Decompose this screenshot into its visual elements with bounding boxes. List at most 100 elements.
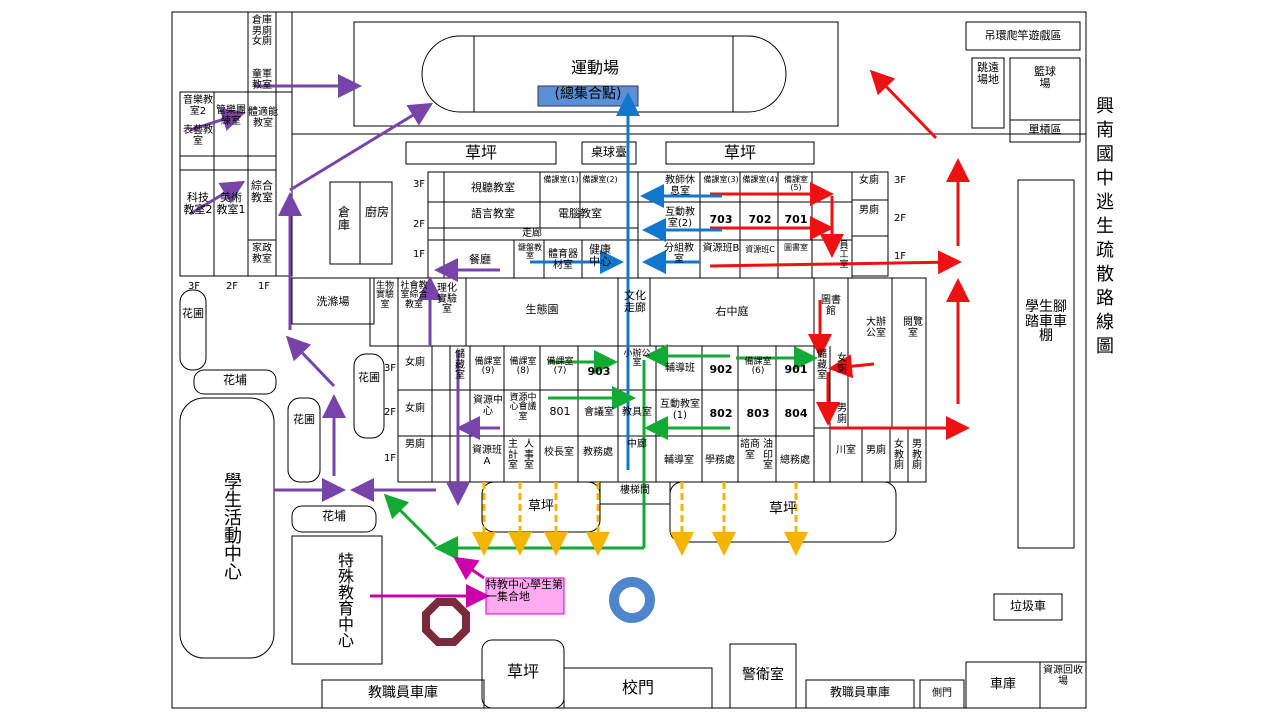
fitness-label: 體適能教室 (248, 107, 278, 129)
lawn-bottom: 草坪 (506, 662, 539, 681)
counseling-label: 諮商室 (740, 439, 760, 461)
recycle-label: 資源回收場 (1043, 665, 1083, 687)
accounting-label: 主計室 (508, 439, 518, 471)
personnel-label: 人事室 (524, 439, 534, 471)
girls-3f: 女廁 (859, 175, 879, 186)
male-teacher-label: 男教廁 (912, 439, 922, 471)
floor-3f-r: 3F (893, 175, 907, 186)
room-701: 701 (784, 213, 808, 226)
prep4-label: 備課室(4) (742, 175, 778, 184)
room-901: 901 (784, 363, 808, 376)
prep7-label: 備課室(7) (546, 357, 574, 377)
room-804: 804 (784, 407, 808, 420)
group-room-label: 分組教室 (664, 243, 694, 265)
prep2-label: 備課室(2) (582, 175, 618, 184)
resource-meeting-label: 資源中心會議室 (509, 393, 537, 422)
band-label: 管樂團練室 (216, 105, 246, 127)
wash-label: 洗滌場 (316, 295, 350, 308)
prep3-label: 備課室(3) (703, 175, 739, 184)
resource-c-label: 資源班C (745, 245, 775, 254)
special-rally-label: 特教中心學生第一集合地 (486, 578, 563, 603)
garage-label: 車庫 (989, 677, 1016, 692)
bio-lab-label: 生物實驗室 (375, 281, 394, 310)
purple-arrow (289, 102, 434, 192)
girls-3f-s: 女廁 (405, 357, 425, 368)
floor-3f-n: 3F (412, 179, 426, 190)
flowerbed-3: 花圃 (293, 413, 315, 426)
long-jump-label: 跳遠場地 (977, 61, 999, 86)
mid-corridor-label: 中廊 (627, 439, 647, 450)
red-arrow (828, 354, 875, 379)
boys-1f-s: 男廁 (405, 439, 425, 450)
floor-2f-left: 2F (225, 281, 239, 292)
bar-area-label: 單槓區 (1028, 123, 1062, 136)
interactive2-label: 互動教室(2) (665, 207, 695, 229)
materials-label: 鍵盤教室 (518, 243, 542, 261)
resource-center-label: 資源中心 (473, 395, 503, 417)
stairs-label: 樓梯間 (620, 485, 650, 496)
small-office-label: 小辦公室 (623, 349, 651, 369)
floor-1f-r: 1F (893, 251, 907, 262)
pingpong-label: 桌球臺 (590, 145, 627, 159)
red-arrow (869, 69, 938, 140)
av-room-label: 視聽教室 (471, 181, 515, 194)
lawn-top-right: 草坪 (723, 143, 756, 162)
school-gate-label[interactable]: 校門 (621, 678, 654, 697)
prep9-label: 備課室(9) (474, 357, 502, 377)
corridor-label: 走廊 (522, 228, 542, 239)
principal-label: 校長室 (544, 447, 574, 458)
boys-r: 男廁 (837, 403, 847, 425)
room-902: 902 (709, 363, 733, 376)
floor-1f-left: 1F (257, 281, 271, 292)
student-center-label: 學生活動中心 (221, 472, 242, 580)
flowerbed-2: 花圃 (358, 371, 380, 384)
academic-label: 教務處 (583, 447, 613, 458)
tech2-label: 科技教室2 (183, 191, 213, 216)
floor-1f-n: 1F (412, 249, 426, 260)
side-gate-label[interactable]: 側門 (932, 688, 952, 699)
red-arrow (709, 250, 962, 275)
interactive1-label: 互動教室(1) (660, 399, 700, 421)
arts-label: 表藝教室 (183, 125, 213, 147)
room-803: 803 (746, 407, 770, 420)
staff-room-label: 員工室 (839, 241, 849, 270)
green-arrow (383, 493, 438, 548)
room-702: 702 (748, 213, 772, 226)
kitchen-label: 廚房 (364, 205, 389, 219)
prep1-label: 備課室(1) (543, 175, 579, 184)
meeting-label: 會議室 (584, 407, 614, 418)
floor-2f-s: 2F (383, 407, 397, 418)
chuan-room-label: 川室 (836, 445, 856, 456)
eco-garden-label: 生態園 (525, 303, 559, 316)
printing-label: 油印室 (763, 439, 773, 471)
garbage-label: 垃圾車 (1009, 599, 1046, 613)
canteen-label: 餐廳 (469, 253, 491, 266)
basketball-label: 籃球場 (1034, 65, 1056, 90)
floor-2f-n: 2F (412, 219, 426, 230)
floor-1f-s: 1F (383, 453, 397, 464)
garden-beds-1: 花埔 (222, 373, 247, 387)
female-teacher-label: 女教廁 (894, 439, 904, 471)
ring-marker (609, 577, 655, 623)
scout-label: 童軍教室 (252, 69, 272, 91)
physchem-lab-label: 理化實驗室 (437, 283, 457, 315)
garden-beds-2: 花埔 (321, 509, 346, 523)
girls-2f-s: 女廁 (405, 403, 425, 414)
purple-arrow (189, 180, 246, 216)
culture-corridor-label: 文化走廊 (624, 289, 646, 314)
guidance-office-label: 輔導室 (664, 455, 694, 466)
staff-parking-left: 教職員車庫 (368, 685, 438, 701)
student-affairs-label: 學務處 (705, 455, 735, 466)
guidance-class-label: 輔導班 (665, 363, 695, 374)
playground-label: 運動場 (570, 58, 619, 77)
storage-boys-girls: 倉庫男廁女廁 (252, 15, 272, 47)
warehouse-label: 倉庫 (337, 205, 350, 232)
staff-parking-right: 教職員車庫 (829, 685, 890, 699)
floor-3f-left: 3F (187, 281, 201, 292)
integrated-label: 綜合教室 (251, 179, 273, 204)
lawn-top-left: 草坪 (464, 143, 497, 162)
octagon-marker (422, 598, 470, 646)
room-802: 802 (709, 407, 733, 420)
room-801: 801 (549, 405, 571, 418)
